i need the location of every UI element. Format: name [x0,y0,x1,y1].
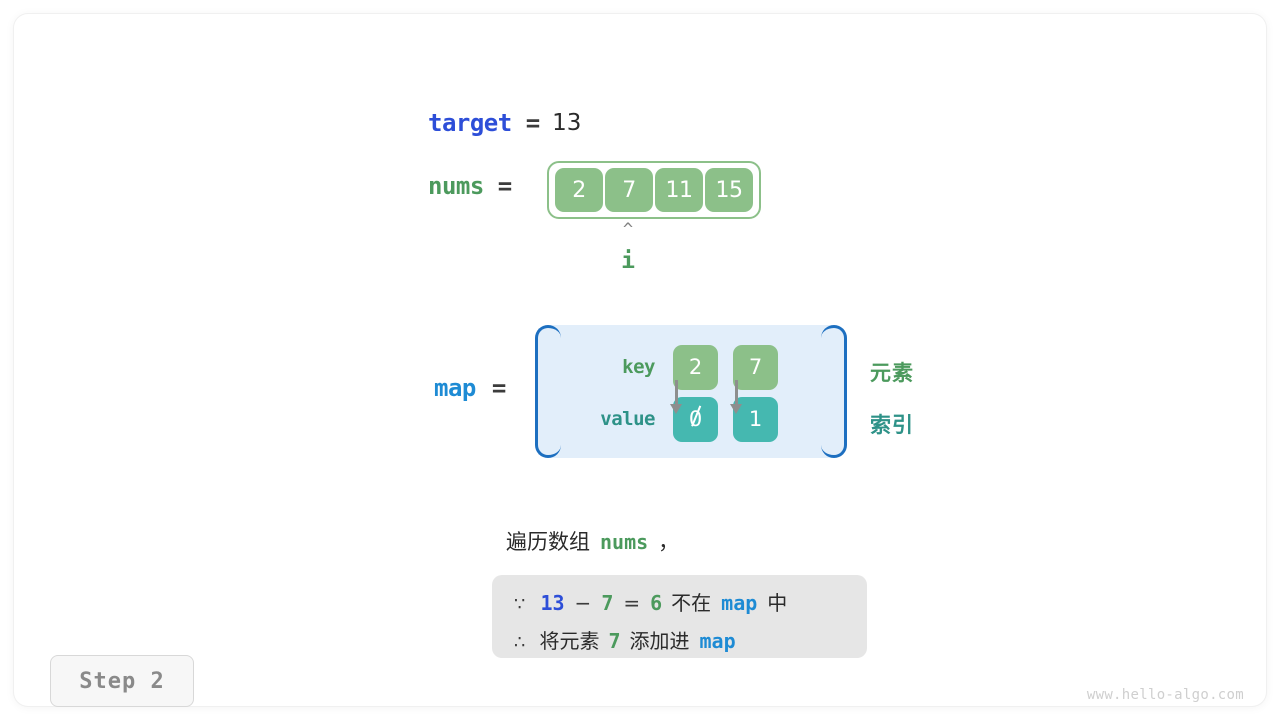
map-value-cell: 1 [733,396,778,442]
explain-operand-b: 7 [601,591,614,615]
map-key-cell: 2 [673,344,718,390]
index-pointer: ^ i [604,220,652,275]
explain2-text-mid: 添加进 [629,629,690,653]
because-symbol: ∵ [514,594,526,615]
map-value-row: value 0 1 [569,393,793,445]
map-grid: key 2 7 value 0 1 [569,341,793,445]
array-cell: 11 [655,168,703,212]
map-key-cell: 7 [733,344,778,390]
legend-index-label: 索引 [870,413,914,437]
index-pointer-label: i [621,248,635,274]
caption-suffix: ， [658,530,680,554]
map-label-row: map = [434,374,506,402]
map-value-row-label: value [600,408,655,430]
map-container: key 2 7 value 0 1 [535,325,847,458]
figure-canvas: target = 13 nums = 2 7 11 15 ^ i map = k… [14,14,1266,707]
explain-code-map: map [721,591,758,615]
explain-text-end: 中 [767,591,788,615]
target-value: 13 [552,110,582,136]
explain-equals: = [623,591,641,615]
caret-up-icon: ^ [622,220,634,240]
explain-operand-a: 13 [540,591,565,615]
explain2-code-map: map [699,629,736,653]
caption-code-nums: nums [600,530,649,554]
watermark: www.hello-algo.com [1086,687,1244,703]
target-row: target = 13 [428,106,581,140]
target-equals-sign: = [525,109,541,137]
step-badge: Step 2 [50,655,194,707]
explain-result: 6 [650,591,663,615]
therefore-symbol: ∴ [514,632,526,653]
nums-equals-sign: = [497,172,513,200]
map-value-cell: 0 [673,396,718,442]
nums-row: nums = [428,172,524,200]
legend-element-label: 元素 [870,361,914,385]
map-key-row: key 2 7 [569,341,793,393]
map-equals-sign: = [491,374,507,402]
explain-minus: − [574,591,592,615]
array-cell: 15 [705,168,753,212]
map-right-bracket [821,325,847,458]
map-value-text: 0 [688,407,703,431]
map-key-row-label: key [622,356,655,378]
explain2-text-start: 将元素 [539,629,600,653]
nums-variable-name: nums [428,172,484,200]
explain2-number: 7 [608,629,621,653]
explanation-line-1: ∵ 13−7 = 6 不在 map 中 [514,587,791,616]
array-cell: 7 [605,168,653,212]
caption-prefix: 遍历数组 [506,530,590,554]
caption-text: 遍历数组 nums ， [506,526,679,556]
explain-text-mid: 不在 [671,591,712,615]
map-variable-name: map [434,374,476,402]
array-cell: 2 [555,168,603,212]
map-legend: 元素 索引 [870,350,914,454]
target-variable-name: target [428,109,512,137]
explanation-line-2: ∴ 将元素 7 添加进 map [514,625,742,654]
nums-array: 2 7 11 15 [547,161,761,219]
map-left-bracket [535,325,561,458]
